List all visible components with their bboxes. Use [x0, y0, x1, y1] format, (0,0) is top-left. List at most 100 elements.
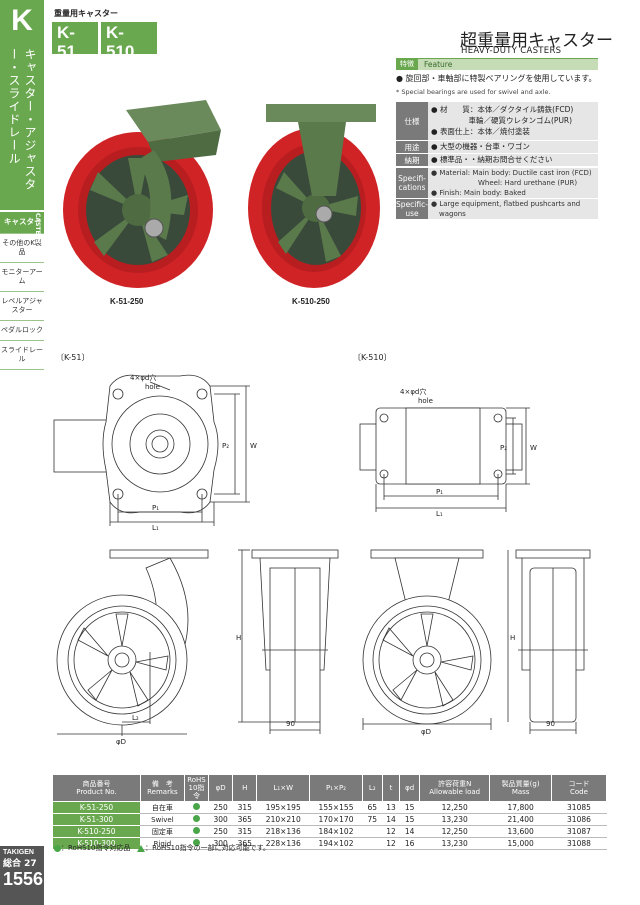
spec-label: 納期	[396, 154, 428, 166]
col-l2: L₂	[361, 774, 383, 802]
col-d: φD	[208, 774, 234, 802]
spec-row-use-en: Specific-use ● Large equipment, flatbed …	[396, 199, 598, 219]
spec-label: 用途	[396, 141, 428, 153]
sidebar-item-label-en: CASTERS	[34, 213, 41, 244]
sidebar-nav: キャスター CASTERS その他のK製品 モニターアーム レベルアジャスター …	[0, 212, 44, 370]
drawing-title-k51: 〔K-51〕	[56, 353, 90, 362]
page-title-en: HEAVY-DUTY CASTERS	[461, 46, 562, 56]
sidebar-item-other-k[interactable]: その他のK製品	[0, 234, 44, 263]
k51-front-view-drawing: H 90	[236, 549, 339, 734]
drawing-title-k510: 〔K-510〕	[353, 353, 392, 362]
feature-text: ● 旋回部・車軸部に特製ベアリングを使用しています。	[396, 74, 597, 83]
k51-side-view-drawing: φD L₂	[56, 549, 209, 745]
dim-d: φD	[116, 738, 126, 745]
hole-label: 4×φd穴	[400, 387, 426, 396]
model-type: 鉄製 自在車	[57, 62, 89, 69]
sidebar-item-pedal-lock[interactable]: ペダルロック	[0, 321, 44, 341]
category-label: 重量用キャスター	[54, 9, 118, 18]
dim-l2: L₂	[132, 714, 139, 722]
section-letter: K	[11, 4, 33, 37]
rohs-triangle-icon	[137, 844, 146, 852]
dim-h: H	[510, 634, 515, 642]
spec-value: ● 材 質：本体／ダクタイル鋳鉄(FCD) 車輪／硬質ウレタンゴム(PUR) ●…	[431, 105, 574, 136]
model-badge-k51: K-51 鉄製 自在車	[52, 22, 98, 69]
k510-side-view-drawing: φD	[362, 549, 492, 736]
table-footnote: ：RoHS10指令対応品 ：RoHS10指令の一部に対応可能です。	[54, 843, 270, 853]
rohs-dot-icon	[192, 839, 200, 846]
page-number: 1556	[3, 869, 44, 889]
dim-p2: P₂	[500, 444, 507, 452]
table-row: K-51-300 Swivel 300 365 210×210 170×170 …	[52, 813, 607, 826]
sidebar: K キャスター・アジャスター・スライドレール キャスター CASTERS その他…	[0, 0, 44, 905]
dim-w: W	[530, 444, 537, 452]
spec-label: Specific-use	[396, 199, 428, 219]
table-row: K-51-250 自在車 250 315 195×195 155×155 65 …	[52, 801, 607, 814]
hole-label-en: hole	[418, 397, 433, 405]
hole-label-en: hole	[145, 383, 160, 391]
model-type: 鉄製 固定車	[106, 62, 138, 69]
page-title: 超重量用キャスター	[460, 31, 613, 51]
dim-90: 90	[546, 720, 555, 728]
dim-l1: L₁	[152, 524, 159, 532]
feature-label-en: Feature	[424, 60, 453, 69]
spec-row-specifications-en: Specifi-cations ● Material: Main body: D…	[396, 168, 598, 198]
rohs-dot-icon	[54, 844, 61, 852]
model-code: K-51	[57, 23, 76, 61]
col-pp: P₁×P₂	[309, 774, 363, 802]
sidebar-item-level-adjuster[interactable]: レベルアジャスター	[0, 292, 44, 321]
rohs-dot-icon	[192, 815, 200, 822]
photo-caption-k510: K-510-250	[292, 297, 330, 306]
col-lw: L₁×W	[256, 774, 311, 802]
col-mass: 製品質量(g)Mass	[489, 774, 552, 802]
spec-value: ● Large equipment, flatbed pushcarts and…	[431, 200, 581, 218]
spec-row-use: 用途 ● 大型の機器・台車・ワゴン	[396, 141, 598, 153]
catalog-label: 総合 27	[3, 859, 37, 869]
spec-row-material: 仕様 ● 材 質：本体／ダクタイル鋳鉄(FCD) 車輪／硬質ウレタンゴム(PUR…	[396, 102, 598, 140]
hole-label: 4×φd穴	[130, 373, 156, 382]
col-h: H	[232, 774, 258, 802]
spec-label: Specifi-cations	[396, 168, 428, 198]
rohs-dot-icon	[192, 827, 200, 834]
col-hole: φd	[399, 774, 421, 802]
sidebar-item-label: キャスター	[4, 217, 42, 226]
spec-value: ● 標準品・・納期お問合せください	[431, 155, 553, 164]
k510-caster-photo	[248, 104, 380, 288]
k510-top-view-drawing: 4×φd穴 hole P₁ L₁ P₂ W	[359, 387, 537, 518]
sidebar-item-monitor-arm[interactable]: モニターアーム	[0, 263, 44, 292]
k51-caster-photo	[63, 100, 221, 288]
k510-front-view-drawing: H 90	[507, 549, 591, 734]
feature-note: * Special bearings are used for swivel a…	[396, 88, 551, 96]
feature-header: 特徴 Feature	[396, 58, 598, 70]
dim-p2: P₂	[222, 442, 229, 450]
dim-90: 90	[286, 720, 295, 728]
dim-d: φD	[421, 728, 431, 736]
page-footer-badge: TAKIGEN 総合 27 1556	[0, 846, 44, 905]
sidebar-item-slide-rail[interactable]: スライドレール	[0, 341, 44, 370]
sidebar-header: K キャスター・アジャスター・スライドレール	[0, 0, 44, 210]
model-code: K-510	[106, 23, 135, 61]
dim-p1: P₁	[152, 504, 159, 512]
col-t: t	[381, 774, 401, 802]
rohs-dot-icon	[192, 803, 200, 810]
photo-caption-k51: K-51-250	[110, 297, 144, 306]
model-badge-k510: K-510 鉄製 固定車	[101, 22, 157, 69]
dim-l1: L₁	[436, 510, 443, 518]
spec-label: 仕様	[396, 102, 428, 140]
brand-name: TAKIGEN	[3, 849, 34, 856]
spec-value: ● 大型の機器・台車・ワゴン	[431, 142, 530, 151]
dim-w: W	[250, 442, 257, 450]
sidebar-item-casters[interactable]: キャスター CASTERS	[0, 212, 44, 244]
dim-h: H	[236, 634, 241, 642]
section-vertical-title: キャスター・アジャスター・スライドレール	[7, 48, 37, 191]
k51-top-view-drawing: 4×φd穴 hole P₁ L₁ P₂ W	[53, 373, 257, 532]
spec-row-delivery: 納期 ● 標準品・・納期お問合せください	[396, 154, 598, 166]
table-row: K-510-300 Rigid 300 365 228×136 194×102 …	[52, 837, 607, 850]
feature-label: 特徴	[396, 59, 418, 70]
dim-p1: P₁	[436, 488, 443, 496]
